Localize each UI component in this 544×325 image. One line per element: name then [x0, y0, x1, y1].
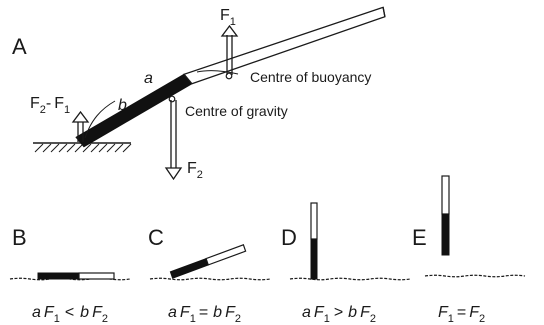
rod-b-light	[78, 272, 115, 280]
rod-e-dark	[441, 213, 450, 256]
rod-d-light	[310, 202, 318, 240]
ground-e	[424, 274, 526, 278]
arc-upper	[196, 70, 239, 75]
panel-d-letter: D	[281, 225, 297, 250]
centre-of-gravity-marker	[168, 95, 176, 103]
ground-d	[289, 277, 411, 281]
f2-label: F2	[187, 160, 203, 181]
rod-c-light	[205, 244, 247, 266]
arc-lower	[84, 100, 116, 139]
panel-e-letter: E	[412, 225, 427, 250]
rod-e-light	[441, 175, 450, 215]
panel-a: A	[12, 6, 386, 181]
ground-c	[149, 277, 271, 281]
centre-of-gravity-label: Centre of gravity	[185, 103, 288, 119]
panel-c-letter: C	[148, 225, 164, 250]
arm-b-label: b	[118, 97, 127, 114]
arm-a-label: a	[144, 70, 153, 87]
pivot-reaction-arrow	[71, 110, 90, 142]
force-f2-arrow	[164, 100, 183, 181]
f1-label: F1	[220, 7, 236, 28]
rod-b-dark	[37, 272, 80, 280]
panel-a-letter: A	[12, 34, 27, 59]
rod-c-dark	[169, 257, 209, 279]
panel-e: E F1=F2	[412, 175, 526, 325]
equation-e: F1=F2	[438, 304, 485, 325]
tilted-rod	[75, 6, 386, 148]
panel-b-letter: B	[12, 225, 27, 250]
pivot-force-label: F2-F1	[30, 95, 70, 116]
force-f1-arrow	[220, 24, 239, 75]
centre-of-buoyancy-label: Centre of buoyancy	[250, 69, 371, 85]
rod-d-dark	[310, 238, 318, 280]
